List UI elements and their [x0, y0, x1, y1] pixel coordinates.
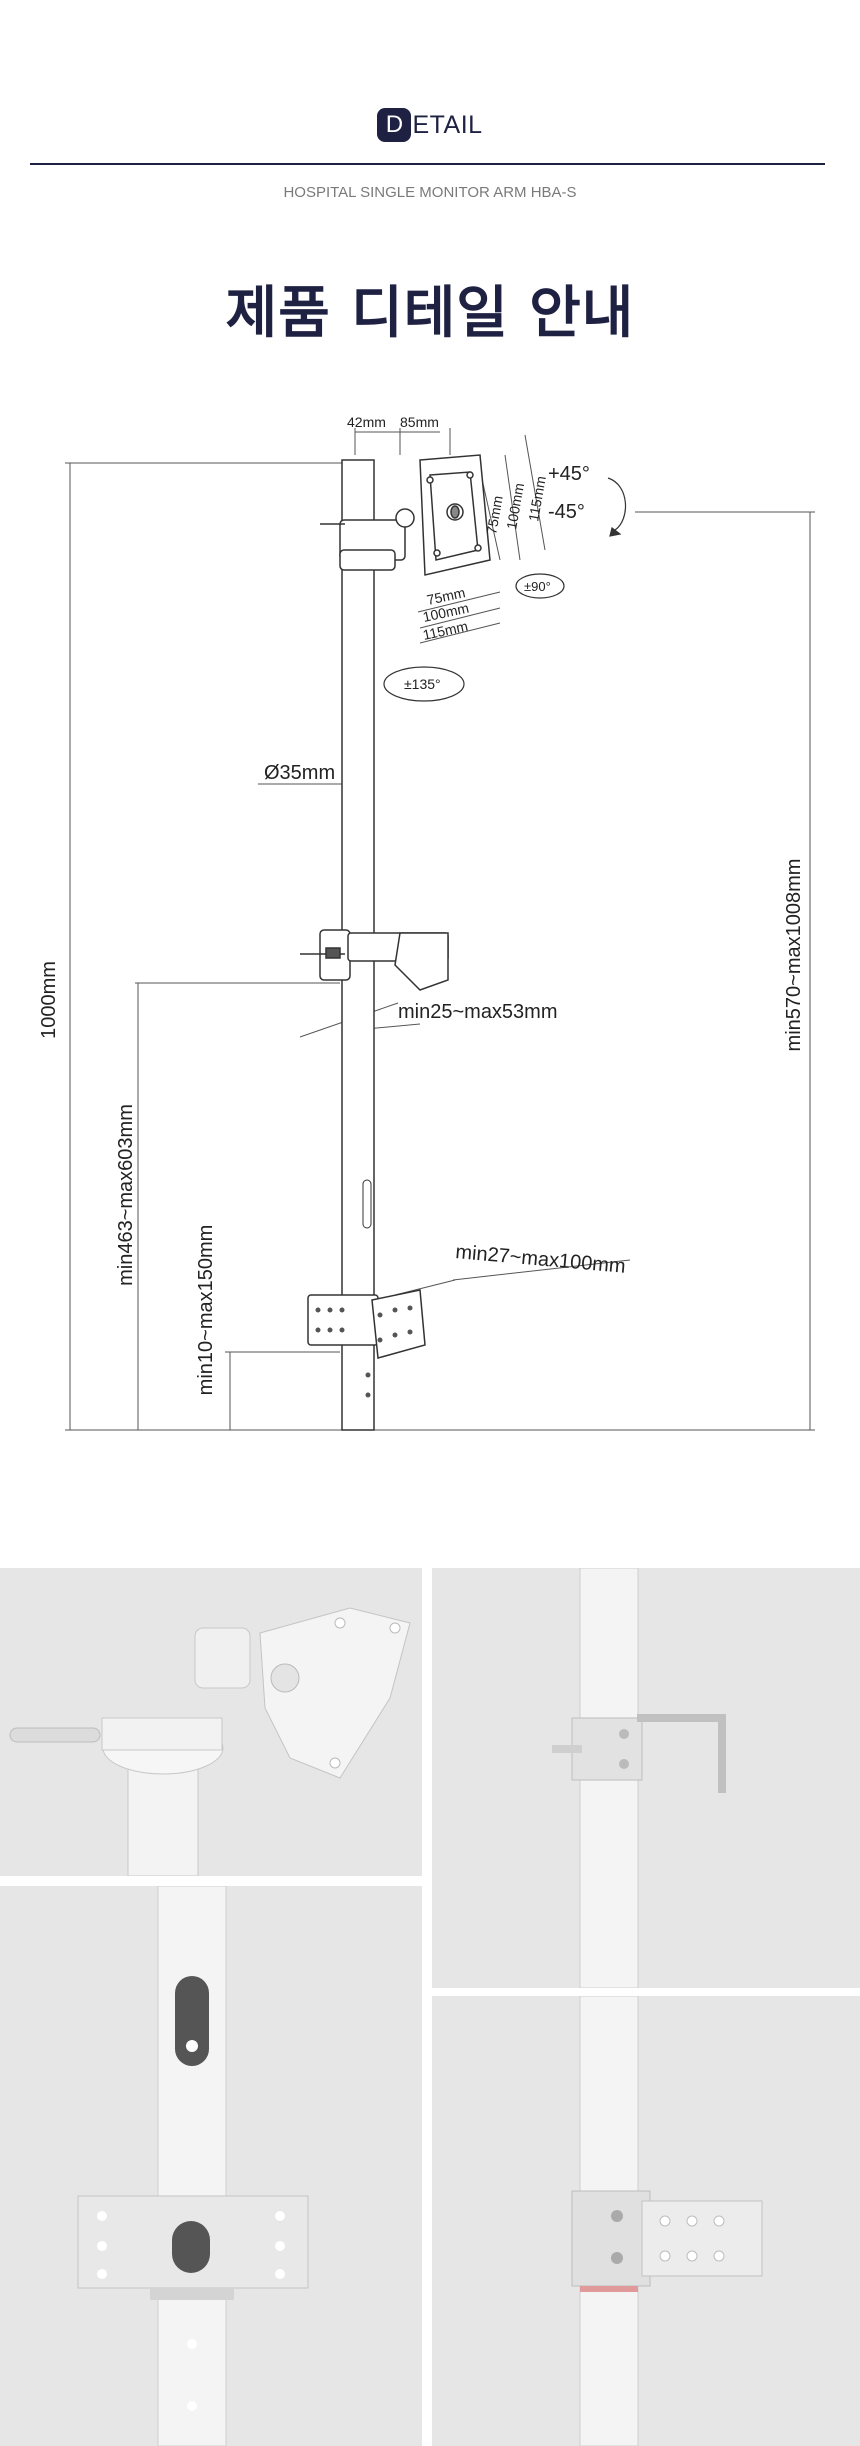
header-divider — [30, 163, 825, 165]
bottom-bracket-drawing — [307, 1289, 426, 1398]
dim-vesa-75-horizontal: 75mm — [425, 584, 466, 608]
swivel-label: ±135° — [404, 676, 441, 692]
tilt-up-label: +45° — [548, 463, 590, 485]
dim-vesa-115-vertical: 115mm — [525, 475, 549, 523]
dim-vesa-100-vertical: 100mm — [503, 482, 527, 531]
vesa-head-illustration — [9, 1607, 411, 1876]
dimension-lines — [65, 428, 815, 1431]
dim-42mm: 42mm — [347, 414, 386, 430]
right-range-label: min570~max1008mm — [783, 859, 805, 1052]
tilt-down-label: -45° — [548, 501, 585, 523]
photo-pole-clamp — [432, 1568, 860, 1988]
page-title: 제품 디테일 안내 — [225, 281, 635, 346]
photo-vesa-head — [0, 1568, 422, 1876]
rotation-markers — [383, 477, 627, 702]
total-height-label: 1000mm — [38, 961, 60, 1039]
dim-85mm: 85mm — [400, 414, 439, 430]
clamp-range-label: min25~max53mm — [398, 1001, 558, 1023]
photo-pole-slot-bracket — [0, 1886, 422, 2446]
dimension-drawing: 42mm 85mm 75mm 100mm 115mm 75mm 100mm 11… — [38, 414, 815, 1431]
detail-badge: D — [377, 108, 412, 142]
monitor-head-drawing — [320, 454, 491, 576]
dimension-diagram: 42mm 85mm 75mm 100mm 115mm 75mm 100mm 11… — [0, 400, 860, 1480]
pole-diameter-label: Ø35mm — [264, 762, 335, 784]
bottom-range-label: min10~max150mm — [195, 1225, 217, 1396]
rotate-label: ±90° — [524, 579, 551, 594]
photo-pole-bottom-bracket — [432, 1996, 860, 2446]
product-subtitle: HOSPITAL SINGLE MONITOR ARM HBA-S — [283, 184, 577, 201]
detail-heading-text: ETAIL — [412, 110, 483, 139]
pole-slot-illustration — [77, 1886, 309, 2446]
pole-bracket-illustration — [571, 1996, 763, 2446]
bracket-range-label: min27~max100mm — [455, 1241, 627, 1278]
clamp-drawing — [300, 929, 449, 991]
pole-clamp-illustration — [552, 1568, 726, 1988]
clamp-height-label: min463~max603mm — [115, 1104, 137, 1286]
dim-vesa-75-vertical: 75mm — [483, 494, 506, 535]
